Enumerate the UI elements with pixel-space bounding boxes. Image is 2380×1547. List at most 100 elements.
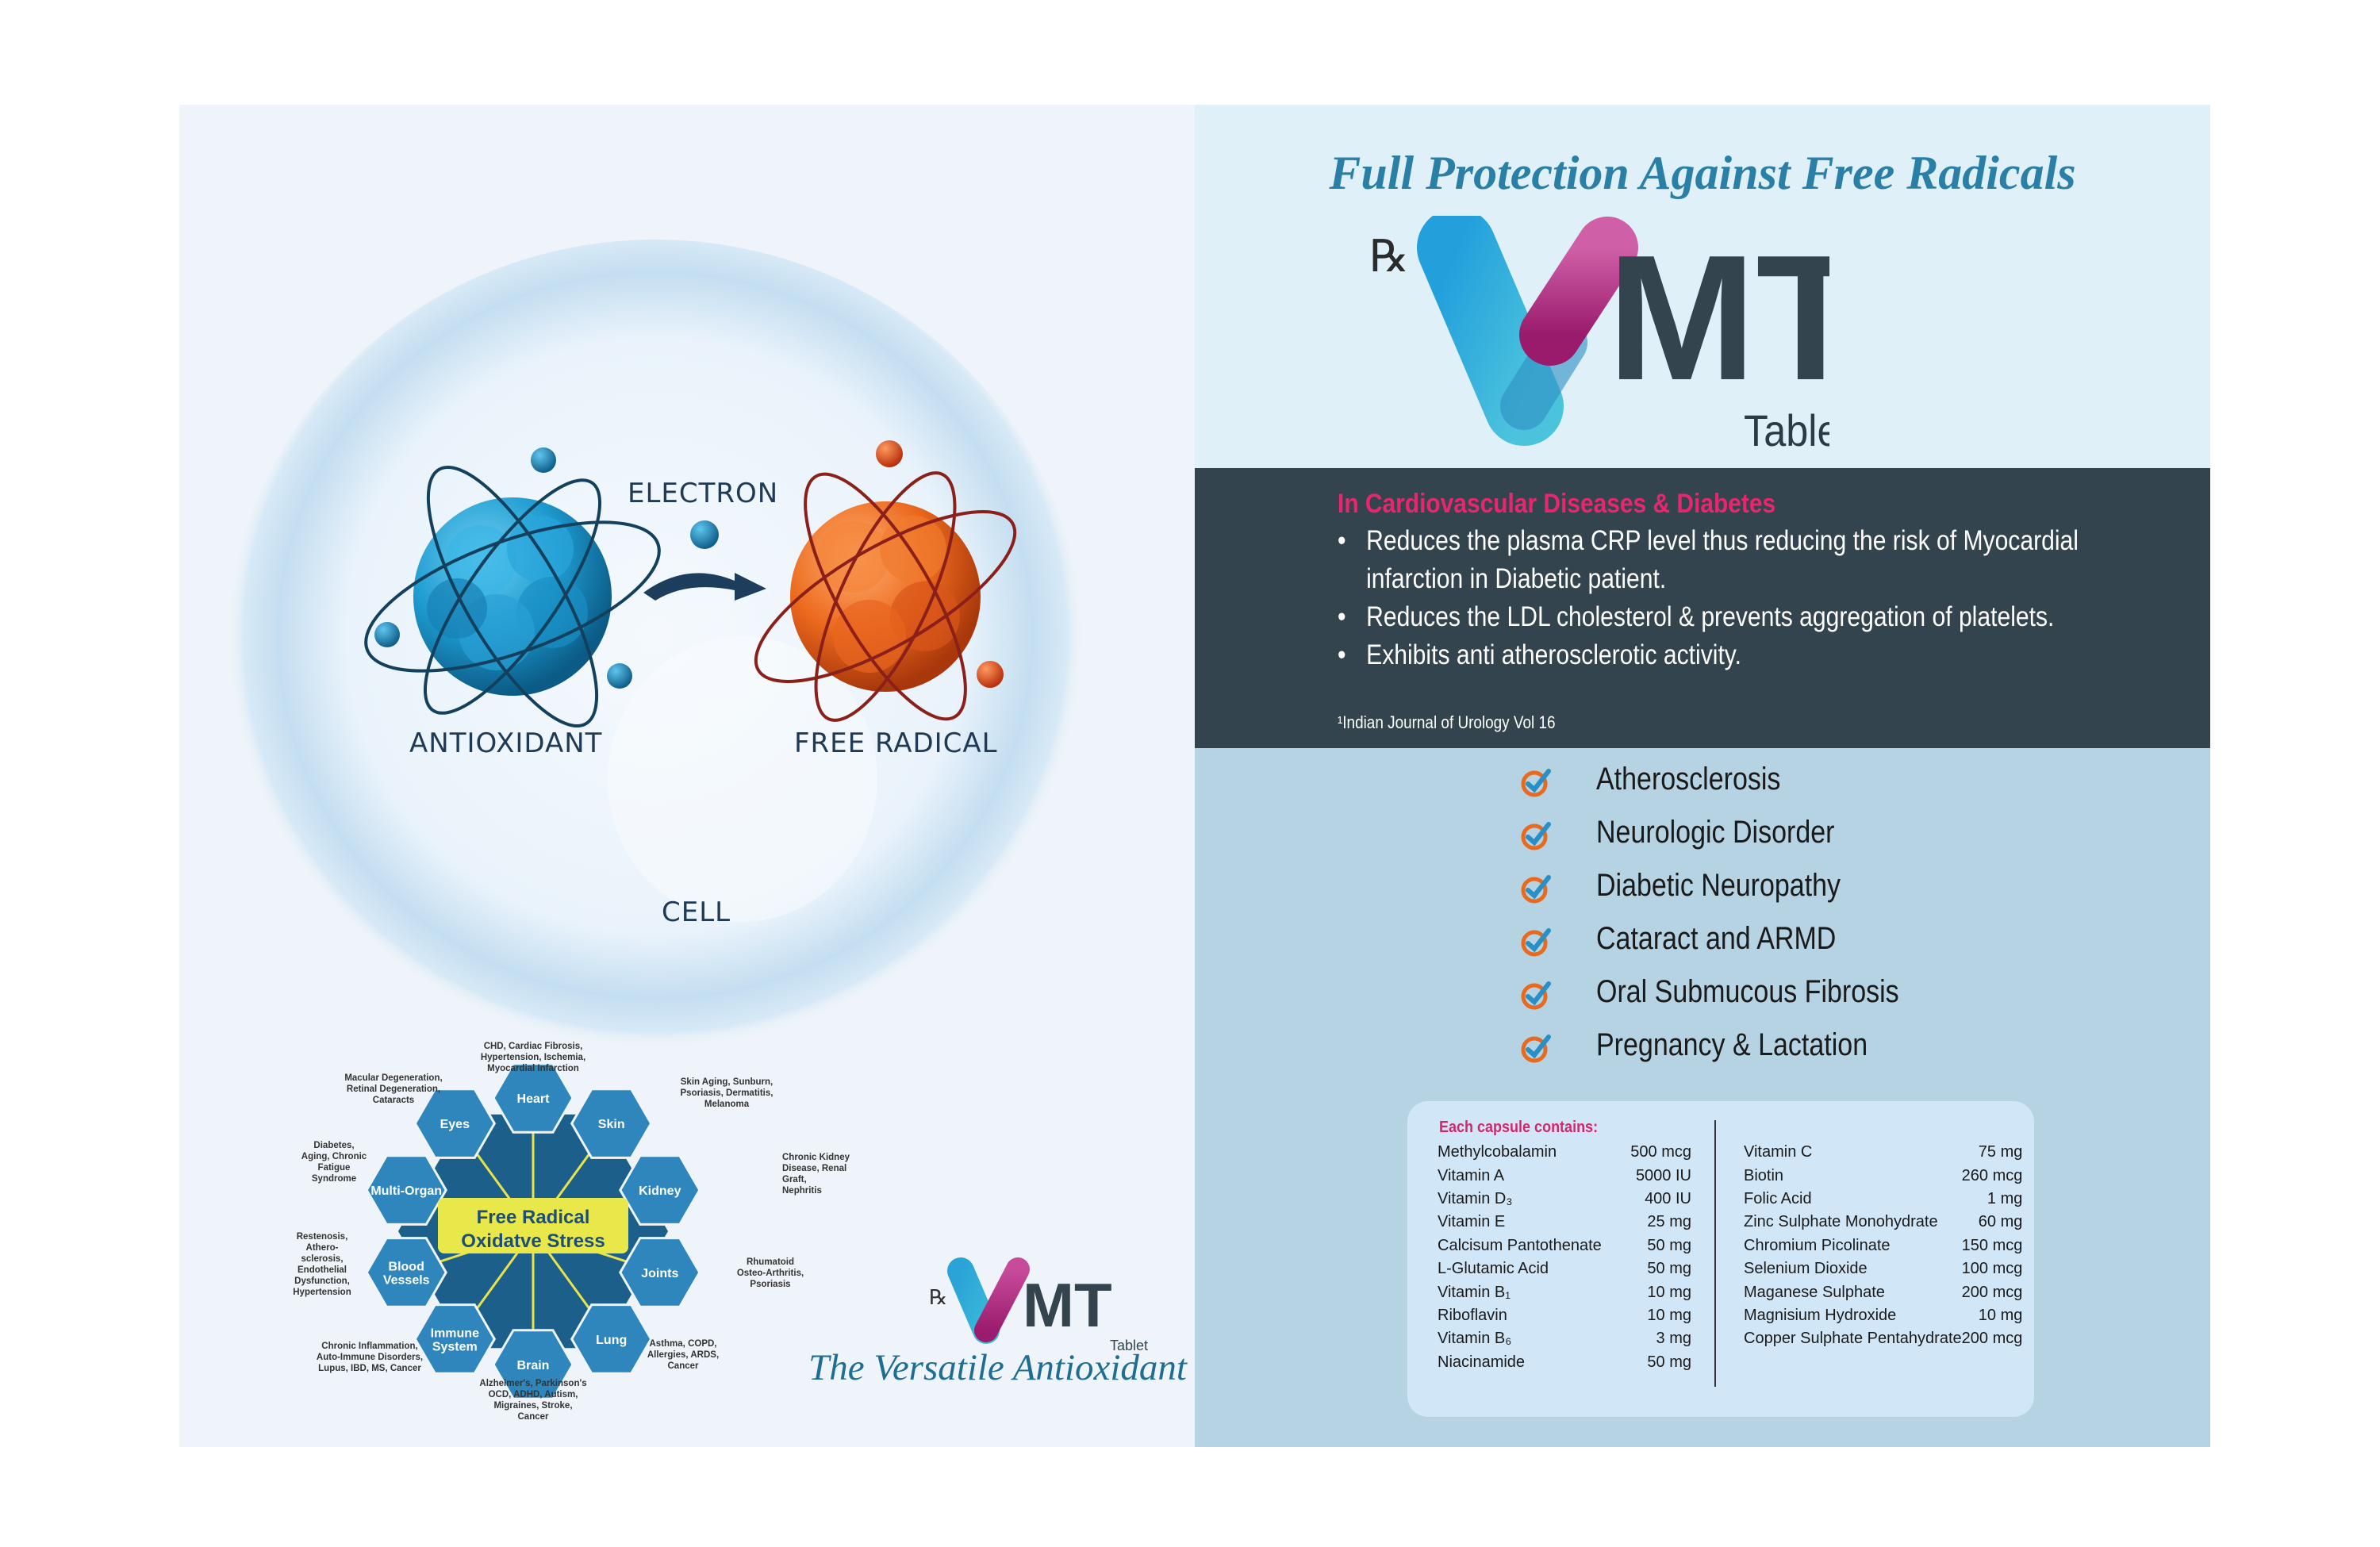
diagram-node [365,1237,447,1308]
ingredient-name: Biotin [1744,1166,1784,1184]
diagram-node [365,1154,447,1226]
diagram-node-label: Brain [517,1359,550,1372]
diagram-annotation: Allergies, ARDS, [647,1350,719,1360]
cell-label: CELL [662,896,731,928]
ingredient-name: Vitamin B₁ [1438,1283,1511,1301]
composition-caption: Each capsule contains: [1439,1119,1599,1136]
diagram-annotation: Retinal Degeneration, [347,1084,440,1094]
headline: Full Protection Against Free Radicals [1329,147,2076,199]
ingredient-amount: 400 IU [1645,1189,1691,1207]
ingredient-amount: 5000 IU [1635,1166,1691,1184]
diagram-annotation: Asthma, COPD, [650,1339,717,1349]
check-icon [1521,981,1551,1010]
diagram-annotation: Restenosis, [297,1232,348,1242]
vmt-logo: ℞ MT Tablet [1369,216,1829,454]
diagram-node-label: Eyes [440,1118,470,1131]
ingredient-name: L-Glutamic Acid [1438,1260,1549,1278]
logo-form: Tablet [1744,407,1829,454]
diagram-annotation: Cataracts [373,1096,414,1105]
diagram-annotation: Skin Aging, Sunburn, [681,1077,773,1087]
ingredient-amount: 50 mg [1647,1236,1691,1254]
diagram-annotation: Endothelial [298,1265,347,1275]
benefit-item: Exhibits anti atherosclerotic activity. [1338,636,2151,674]
diagram-node [492,1329,574,1400]
diagram-node-label: Immune [431,1326,479,1340]
diagram-annotation: Lupus, IBD, MS, Cancer [318,1364,421,1373]
diagram-annotation: Hypertension [293,1288,351,1297]
diagram-annotation: Syndrome [312,1174,356,1184]
indication-label: Atherosclerosis [1596,762,1781,797]
ingredient-amount: 25 mg [1647,1213,1691,1231]
diagram-node-label: Kidney [639,1184,681,1198]
antioxidant-molecule [364,447,661,727]
ingredient-name: Methylcobalamin [1438,1143,1557,1161]
diagram-annotation: Hypertension, Ischemia, [481,1053,585,1062]
check-icon [1521,1035,1551,1063]
ingredient-row: Selenium Dioxide 100 mcg [1744,1257,2022,1280]
diagram-annotation: CHD, Cardiac Fibrosis, [484,1042,583,1051]
diagram-annotation: Disease, Renal [782,1164,846,1173]
check-icon [1521,928,1551,957]
ingredient-name: Copper Sulphate Pentahydrate [1744,1330,1962,1348]
ingredient-name: Riboflavin [1438,1306,1507,1324]
ingredient-name: Zinc Sulphate Monohydrate [1744,1213,1938,1231]
mini-form: Tablet [1110,1338,1148,1353]
ingredient-amount: 500 mcg [1630,1143,1691,1161]
ingredient-name: Maganese Sulphate [1744,1283,1885,1301]
cell-illustration [227,240,1084,1065]
ingredient-name: Niacinamide [1438,1353,1526,1371]
ingredient-amount: 10 mg [1978,1306,2023,1324]
indication-label: Neurologic Disorder [1596,815,1835,850]
left-panel: ELECTRON ANTIOXIDANT FREE RADICAL CELL H… [179,105,1195,1447]
diagram-node-label: Vessels [383,1273,430,1287]
ingredient-name: Folic Acid [1744,1189,1812,1207]
ingredient-row: Biotin 260 mcg [1744,1164,2022,1187]
check-icon [1521,822,1551,850]
ingredient-amount: 260 mcg [1961,1166,2023,1184]
ingredient-amount: 10 mg [1647,1283,1691,1301]
header-band: Full Protection Against Free Radicals ℞ … [1195,105,2210,468]
ingredient-amount: 100 mcg [1961,1260,2023,1278]
diagram-annotation: Auto-Immune Disorders, [317,1353,423,1362]
diagram-annotation: Cancer [518,1412,550,1422]
ingredient-row: Vitamin E 25 mg [1438,1211,1691,1234]
ingredient-name: Calcisum Pantothenate [1438,1236,1602,1254]
diagram-node-label: Multi-Organ [370,1184,442,1198]
benefit-list: Reduces the plasma CRP level thus reduci… [1338,522,2131,674]
diagram-annotation: Chronic Kidney [782,1153,850,1162]
ingredient-name: Vitamin E [1438,1213,1506,1231]
diagram-annotation: Rhumatoid [747,1257,794,1267]
diagram-node [619,1154,701,1226]
ingredient-name: Selenium Dioxide [1744,1260,1868,1278]
diagram-center-box [438,1198,628,1253]
antioxidant-label: ANTIOXIDANT [409,727,603,759]
ingredient-name: Vitamin D₃ [1438,1189,1513,1207]
brochure: ELECTRON ANTIOXIDANT FREE RADICAL CELL H… [179,105,2210,1447]
ingredient-name: Magnisium Hydroxide [1744,1306,1897,1324]
ingredient-amount: 150 mcg [1961,1236,2023,1254]
diagram-node-label: Skin [598,1118,625,1131]
benefit-item: Reduces the plasma CRP level thus reduci… [1338,522,2151,598]
diagram-node [619,1237,701,1308]
indication-label: Pregnancy & Lactation [1596,1027,1868,1062]
indication-label: Cataract and ARMD [1596,921,1837,956]
free-radical-label: FREE RADICAL [794,727,998,759]
ingredient-row: Vitamin B₁ 10 mg [1438,1280,1691,1303]
diagram-node [492,1062,574,1134]
diagram-annotation: Aging, Chronic [301,1152,367,1161]
diagram-annotation: Melanoma [704,1100,750,1109]
diagram-annotation: OCD, ADHD, Autism, [489,1390,578,1399]
ingredient-row: Calcisum Pantothenate 50 mg [1438,1234,1691,1257]
diagram-annotation: Psoriasis [750,1280,790,1289]
ingredient-amount: 3 mg [1656,1330,1691,1348]
diagram-annotation: Diabetes, [313,1141,354,1150]
